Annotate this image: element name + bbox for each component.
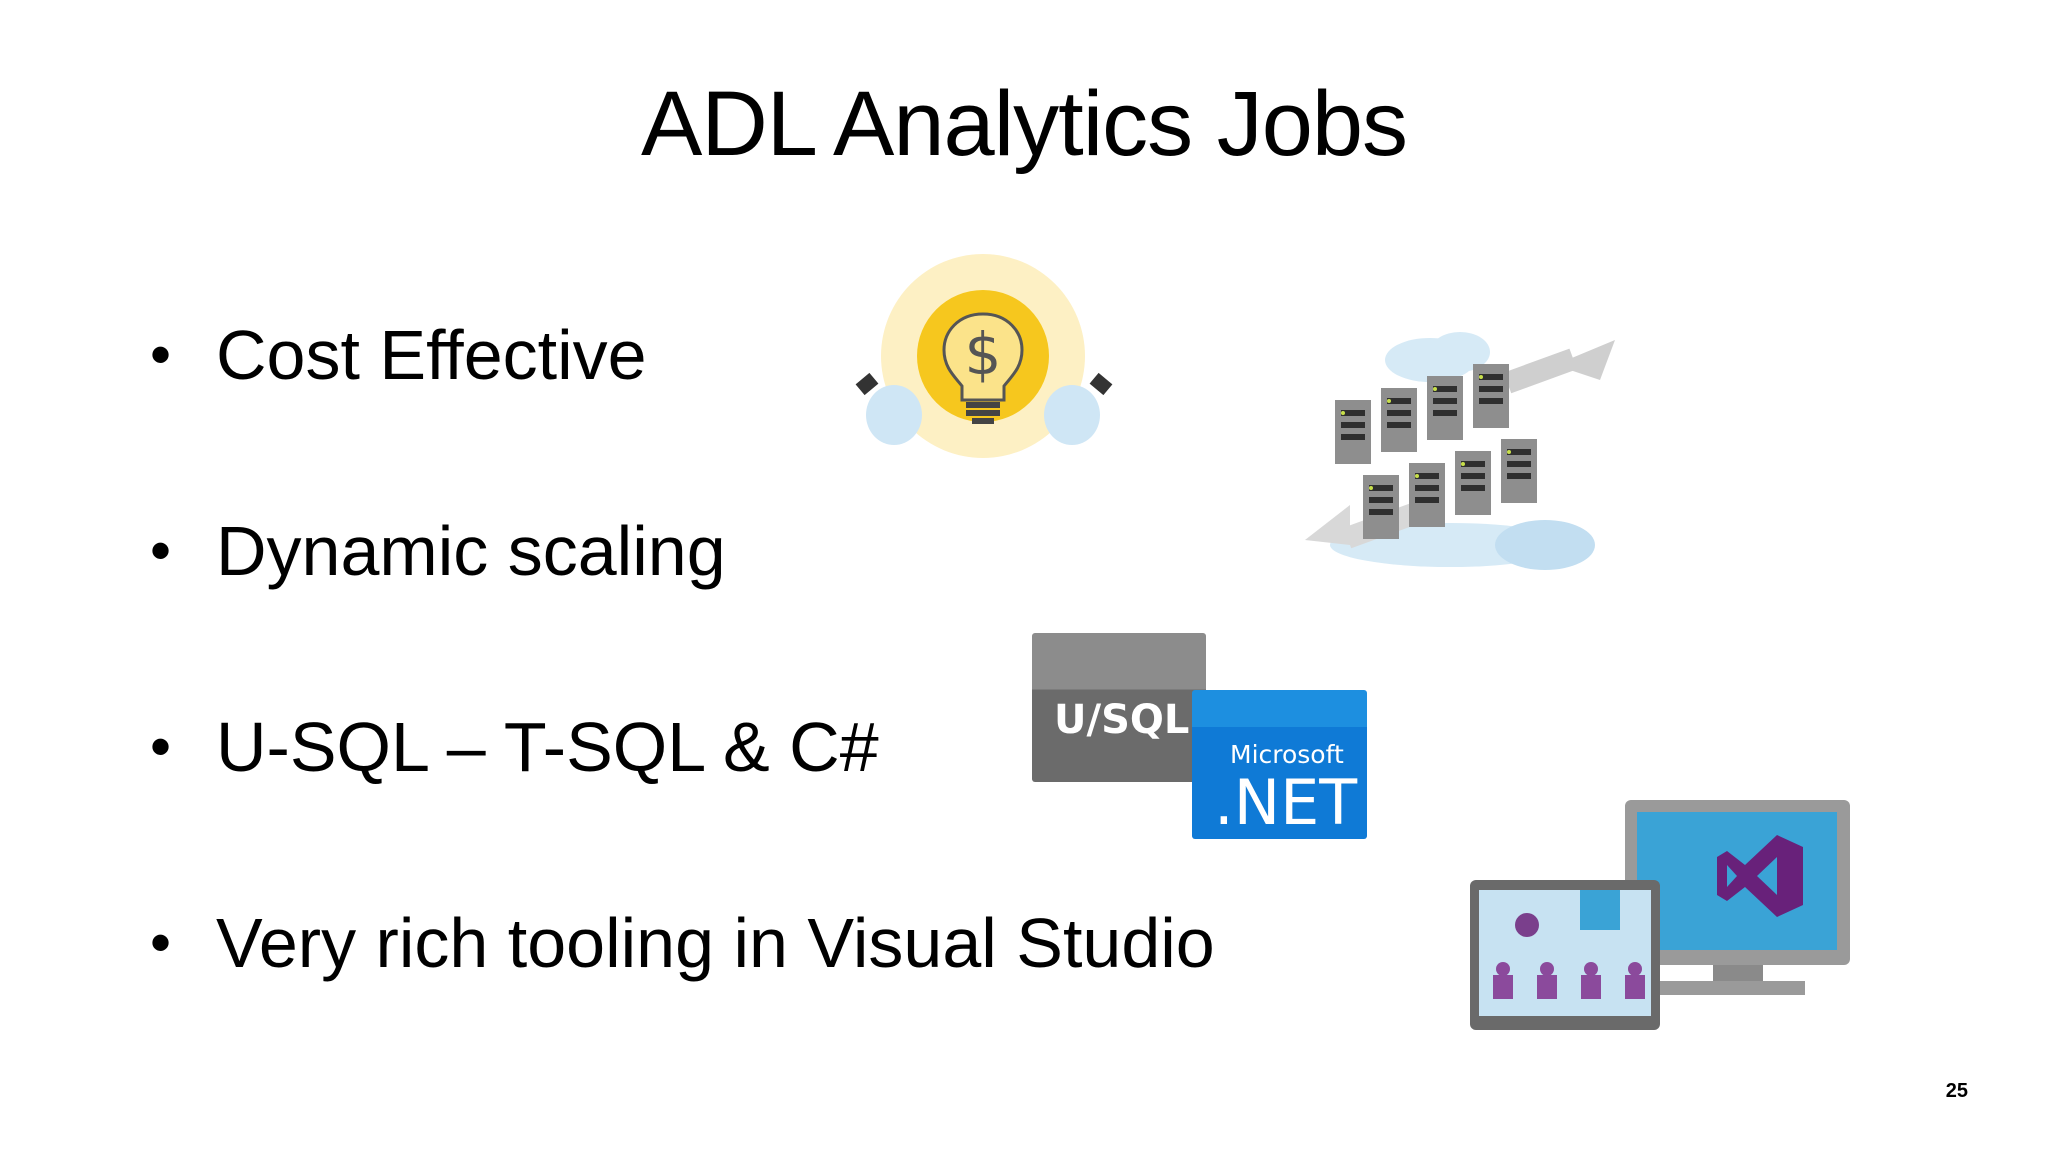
visual-studio-devices-icon	[1470, 800, 1850, 1030]
bullet-item: • Very rich tooling in Visual Studio	[150, 888, 1215, 1084]
page-number: 25	[1945, 1080, 1968, 1102]
bullet-item: • Cost Effective	[150, 300, 1215, 496]
dotnet-brand-text: Microsoft	[1230, 740, 1344, 769]
bullet-text: Very rich tooling in Visual Studio	[216, 904, 1215, 982]
slide-title: ADL Analytics Jobs	[640, 73, 1408, 175]
bullet-list: • Cost Effective • Dynamic scaling • U-S…	[150, 300, 1215, 1084]
bullet-dot: •	[150, 321, 172, 388]
usql-logo-text: U/SQL	[1054, 697, 1190, 743]
bullet-text: Cost Effective	[216, 316, 647, 394]
bullet-text: U-SQL – T-SQL & C#	[216, 708, 879, 786]
bullet-dot: •	[150, 713, 172, 780]
svg-text:$: $	[965, 320, 1002, 388]
bullet-dot: •	[150, 517, 172, 584]
bullet-item: • U-SQL – T-SQL & C#	[150, 692, 1215, 888]
bullet-text: Dynamic scaling	[216, 512, 726, 590]
server-cloud-scaling-icon	[1305, 332, 1615, 570]
dotnet-logo-text: .NET	[1214, 766, 1358, 839]
bullet-dot: •	[150, 909, 172, 976]
bullet-item: • Dynamic scaling	[150, 496, 1215, 692]
usql-logo: U/SQL	[1032, 633, 1206, 782]
dotnet-logo: Microsoft .NET	[1192, 690, 1367, 839]
lightbulb-dollar-icon: $	[855, 254, 1113, 458]
